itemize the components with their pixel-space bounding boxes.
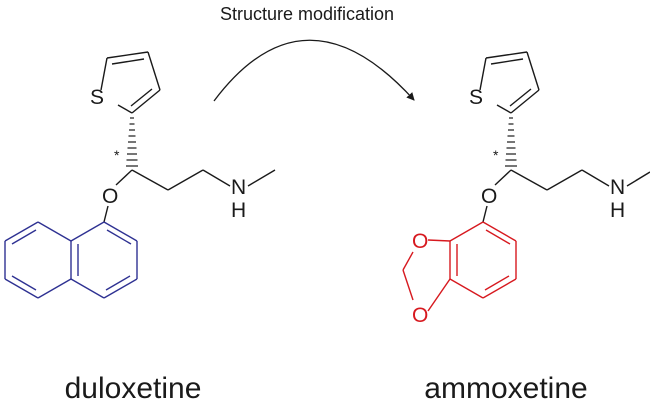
sulfur-atom-left: S <box>90 86 104 109</box>
dioxole-oxygen-top: O <box>412 230 428 253</box>
benzodioxole-ring <box>402 221 517 312</box>
molecule-name-right: ammoxetine <box>424 372 587 405</box>
sulfur-atom-right: S <box>469 86 483 109</box>
thiophene-ring-left <box>100 51 161 114</box>
naphthalene-ring <box>4 221 138 299</box>
stereocenter-mark-left: * <box>114 147 120 163</box>
hydrogen-atom-right: H <box>610 199 625 222</box>
duloxetine-structure <box>4 51 276 299</box>
transformation-arrow <box>213 39 415 102</box>
nitrogen-atom-right: N <box>610 176 625 199</box>
hashed-wedge-left <box>126 117 138 167</box>
oxygen-atom-right: O <box>481 185 497 208</box>
dioxole-oxygen-bottom: O <box>412 304 428 327</box>
ammoxetine-structure <box>402 51 650 312</box>
arrow-label: Structure modification <box>220 4 394 24</box>
stereocenter-mark-right: * <box>493 147 499 163</box>
hydrogen-atom-left: H <box>231 199 246 222</box>
molecule-name-left: duloxetine <box>65 372 202 405</box>
hashed-wedge-right <box>505 117 517 167</box>
thiophene-ring-right <box>479 51 540 114</box>
oxygen-atom-left: O <box>102 185 118 208</box>
nitrogen-atom-left: N <box>231 176 246 199</box>
